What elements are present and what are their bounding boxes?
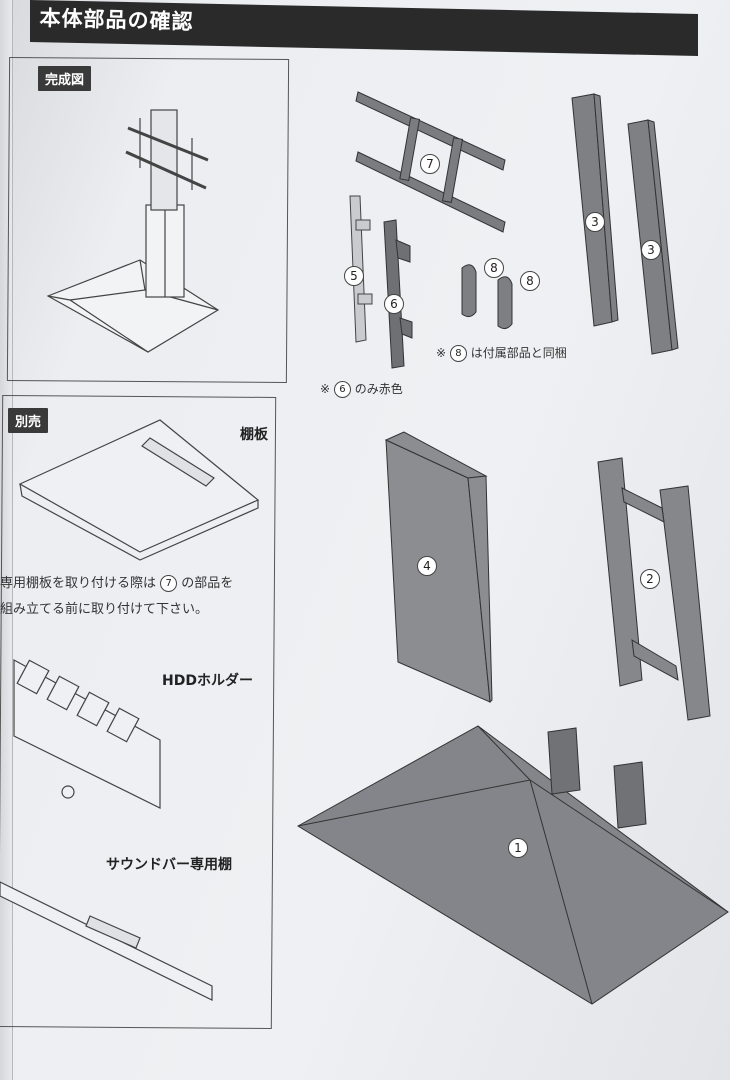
shelf-label: 棚板 [240,427,268,443]
note-8-text: は付属部品と同梱 [470,346,567,360]
hdd-holder-label: HDDホルダー [162,673,253,689]
part-number-3a: 3 [585,212,605,232]
part-number-8a: 8 [484,258,504,278]
part-number-1: 1 [508,838,528,858]
part-7-frame [355,91,506,233]
part-number-3b: 3 [641,240,661,260]
note-8-number: 8 [449,345,467,362]
note-6-prefix: ※ [320,382,331,396]
part-number-4: 4 [417,556,437,576]
part-4-cover [384,431,493,704]
note-part-8: ※ 8 は付属部品と同梱 [436,344,567,362]
part-number-2: 2 [640,569,660,589]
note-6-number: 6 [333,381,351,398]
left-page-edge [0,0,13,1080]
part-number-7: 7 [420,154,440,174]
shelf-note-line2: 組み立てる前に取り付けて下さい。 [0,602,209,617]
completed-panel-tag: 完成図 [38,66,92,91]
part-3-columns [571,93,679,355]
soundbar-shelf-label: サウンドバー専用棚 [106,857,232,873]
sold-separately-panel-tag: 別売 [8,408,49,433]
shelf-note-part-number: 7 [160,575,178,592]
note-8-prefix: ※ [436,346,447,360]
shelf-note-line1: 専用棚板を取り付ける際は 7 の部品を [0,572,233,592]
part-number-6: 6 [384,294,404,314]
part-number-8b: 8 [520,271,540,291]
soundbar-shelf-drawing [0,881,213,1001]
completed-stand-drawing [46,109,220,353]
shelf-board-drawing [18,419,260,561]
part-number-5: 5 [344,266,364,286]
hdd-holder-drawing [13,658,161,809]
shelf-note-text-b: の部品を [181,576,234,591]
part-2-frame [597,457,711,721]
part-8-hooks [461,264,513,330]
note-6-text: のみ赤色 [354,382,403,396]
part-1-base [297,725,729,1005]
note-part-6: ※ 6 のみ赤色 [320,380,403,398]
shelf-note-text-a: 専用棚板を取り付ける際は [0,576,157,591]
